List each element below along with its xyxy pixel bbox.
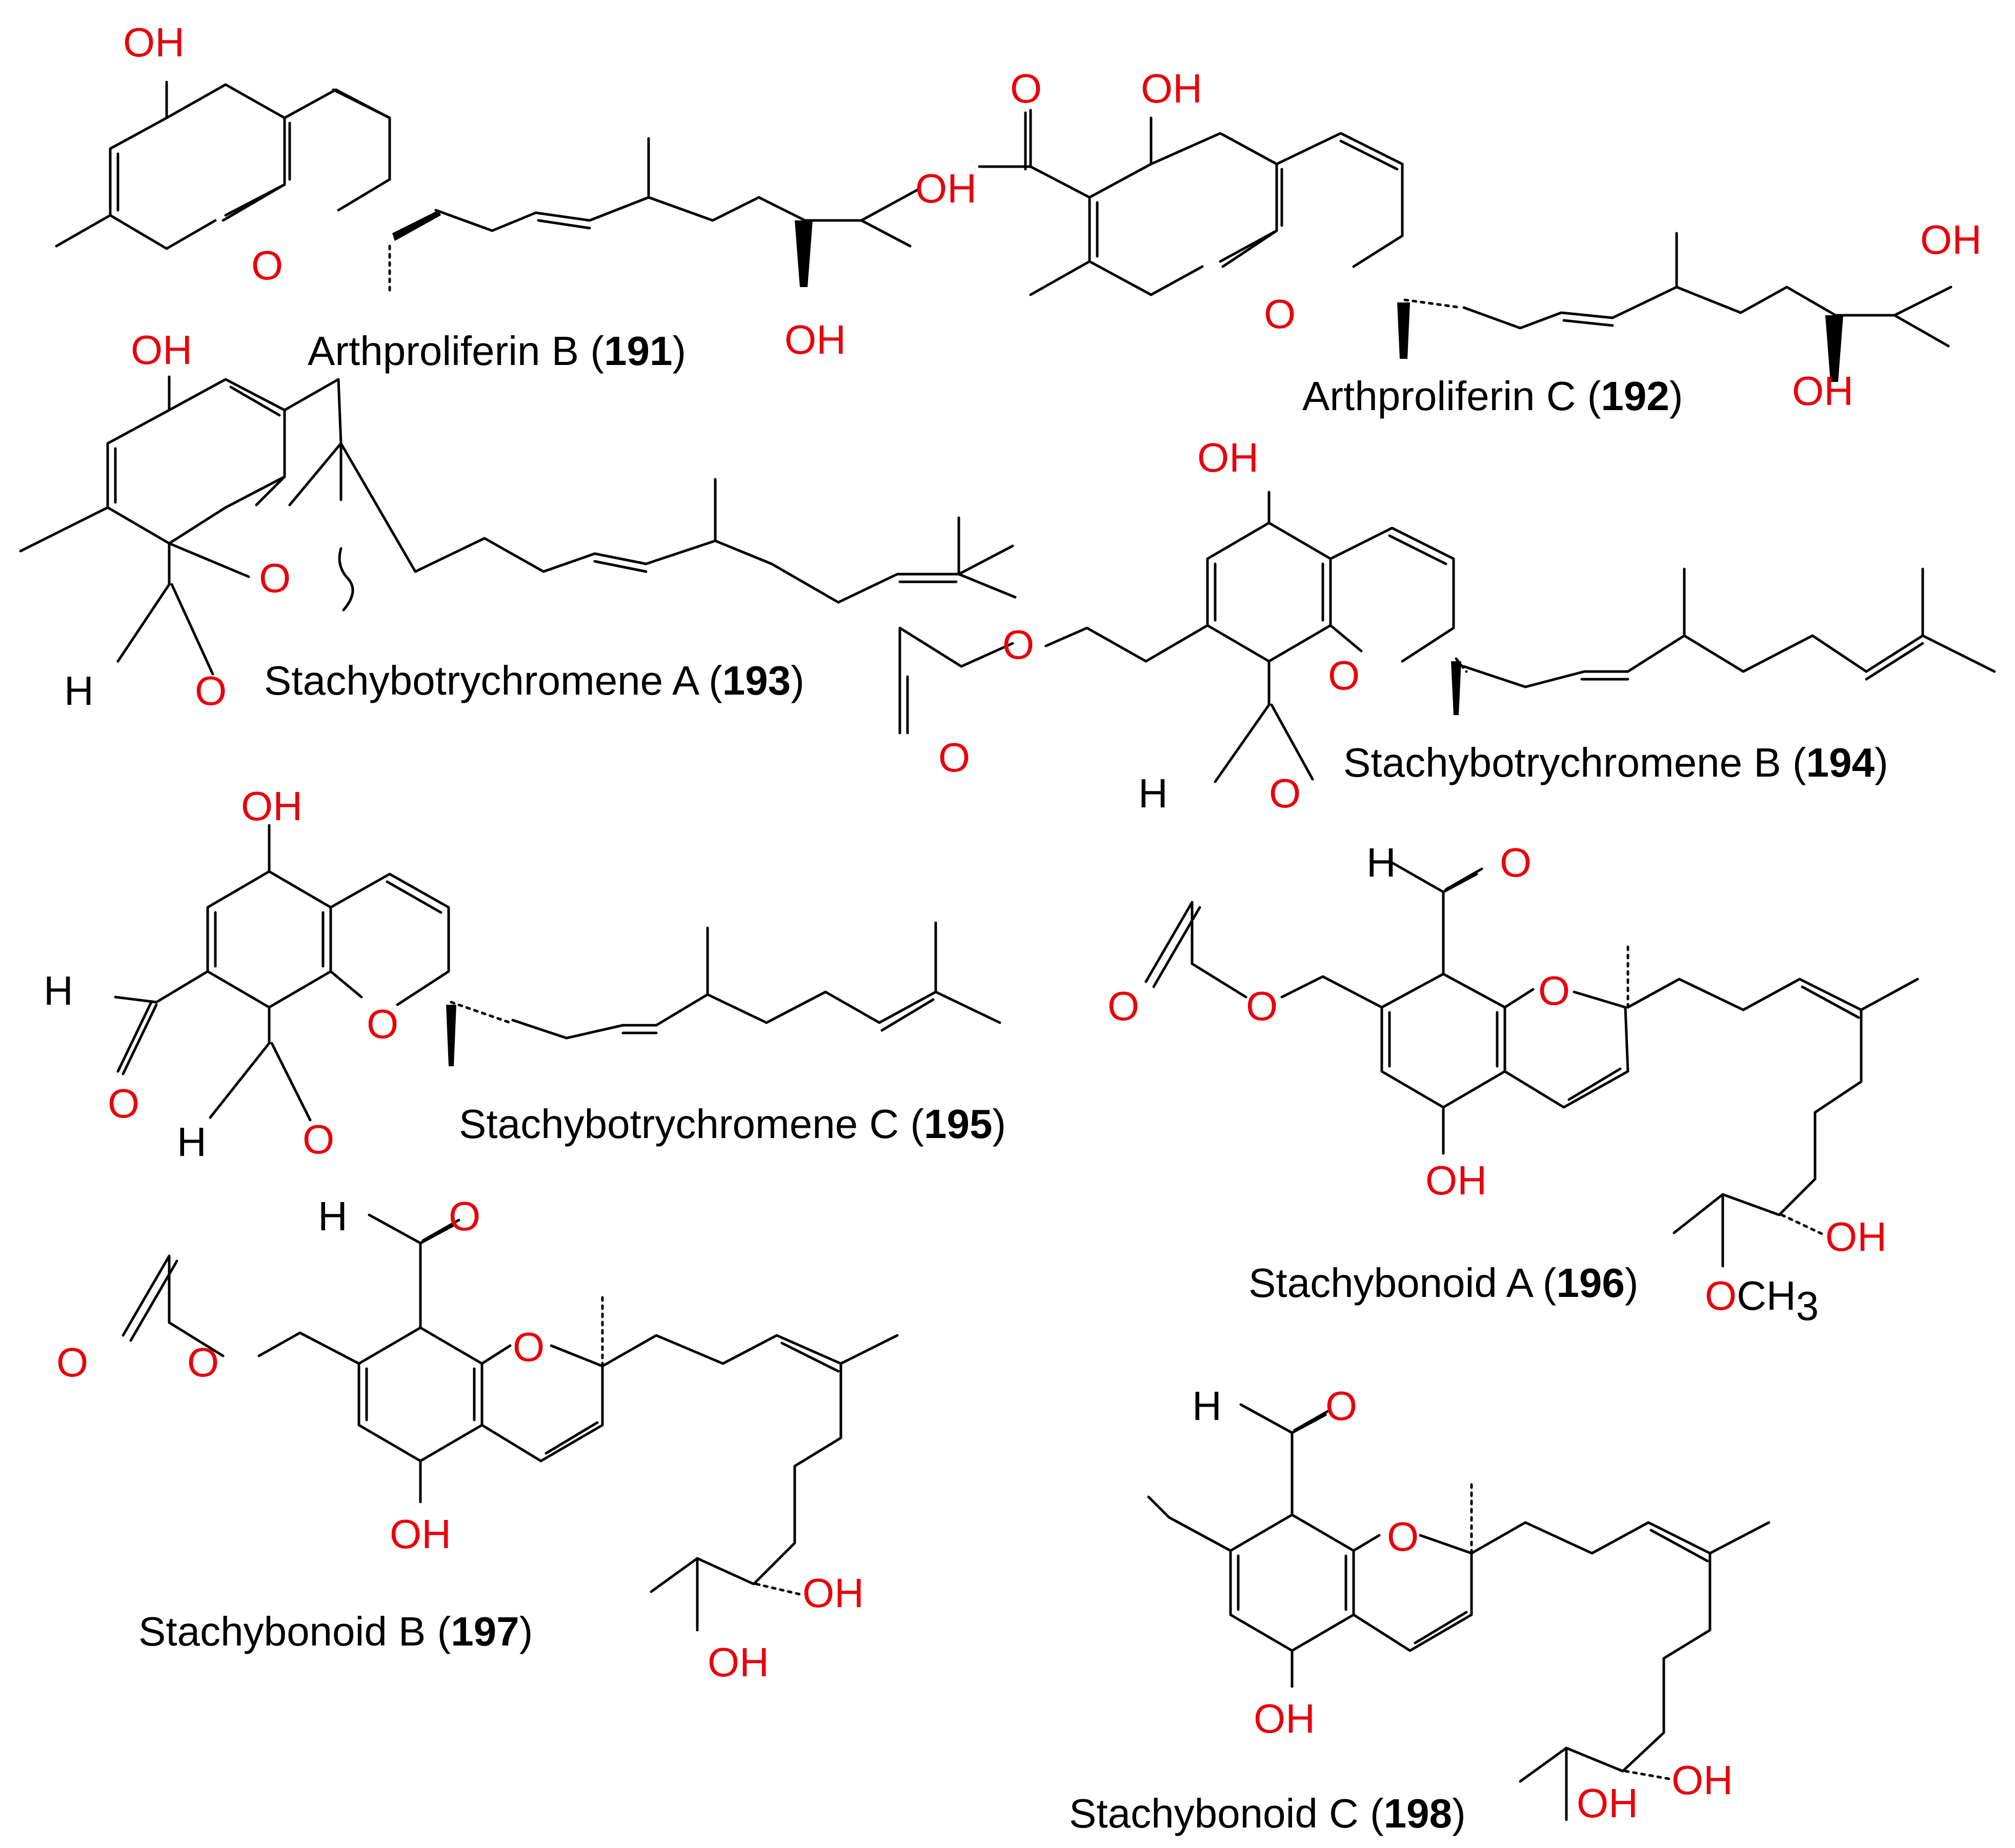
subscript-3: 3: [1796, 1283, 1819, 1329]
compound-name: Stachybotrychromene C (: [459, 1101, 924, 1147]
atom-o: O: [1328, 653, 1360, 698]
atom-o: O: [449, 1193, 480, 1239]
atom-o: O: [195, 668, 227, 714]
compound-name: Arthproliferin C (: [1302, 373, 1601, 419]
atom-o: O: [1325, 1383, 1357, 1429]
compound-number: 193: [722, 658, 791, 703]
atom-oh: OH: [1425, 1157, 1487, 1203]
atom-o: O: [1246, 983, 1278, 1029]
atom-oh: OH: [1671, 1757, 1733, 1803]
atom-h: H: [1138, 770, 1168, 816]
compound-paren: ): [1625, 1260, 1639, 1306]
atom-o: O: [187, 1339, 219, 1385]
atom-o: O: [251, 242, 283, 288]
atom-o: O: [1107, 983, 1139, 1029]
atom-h: H: [44, 968, 73, 1013]
structure-195: OH O H O H O Stachybotrychromene C (195): [44, 783, 1006, 1165]
atom-o: O: [1538, 968, 1570, 1013]
compound-number: 198: [1384, 1791, 1452, 1836]
atom-oh: OH: [1825, 1214, 1887, 1260]
atom-h: H: [177, 1119, 207, 1165]
compound-paren: ): [993, 1101, 1006, 1147]
atom-oh: OH: [1792, 368, 1853, 414]
atom-o: O: [938, 735, 970, 780]
compound-paren: ): [1875, 740, 1888, 785]
compound-paren: ): [1669, 373, 1683, 419]
compound-number: 192: [1601, 373, 1669, 419]
structure-191: OH O OH OH Arthproliferin B (191): [55, 19, 977, 374]
structure-192: O OH O OH OH Arthproliferin C (192): [978, 66, 1982, 419]
atom-oh: OH: [1197, 435, 1259, 480]
structure-194: OH O O O H O Stachybotrychromene B (194): [898, 435, 1996, 816]
compound-paren: ): [519, 1609, 533, 1654]
atom-o: O: [513, 1324, 545, 1370]
atom-o: O: [1500, 840, 1532, 885]
methoxy-label: OCH3: [1705, 1273, 1819, 1329]
atom-o: O: [56, 1339, 88, 1385]
atom-o: O: [1010, 66, 1042, 111]
atom-oh: OH: [802, 1570, 864, 1616]
atom-h: H: [64, 668, 94, 714]
atom-oh: OH: [1141, 66, 1202, 111]
compound-label: Stachybonoid A (196): [1248, 1260, 1639, 1306]
atom-h: H: [1366, 840, 1396, 885]
compound-number: 194: [1806, 740, 1875, 785]
atom-oh: OH: [241, 783, 303, 829]
atom-h: H: [1192, 1383, 1222, 1429]
compound-number: 196: [1556, 1260, 1624, 1306]
structure-197: H O O O O OH OH OH Stachybonoid B (197): [56, 1193, 899, 1685]
atom-oh: OH: [1920, 217, 1982, 262]
compound-name: Stachybotrychromene A (: [264, 658, 722, 703]
atom-oh: OH: [915, 166, 977, 211]
structure-198: H O O OH OH OH Stachybonoid C (198): [1069, 1383, 1770, 1836]
atom-h: H: [318, 1193, 348, 1239]
compound-number: 195: [924, 1101, 992, 1147]
atom-o: O: [303, 1116, 334, 1162]
atom-oh: OH: [1577, 1780, 1638, 1826]
compound-label: Arthproliferin C (192): [1302, 373, 1683, 419]
atom-ch: CH: [1737, 1273, 1796, 1318]
atom-o: O: [1269, 770, 1301, 816]
atom-o: O: [1387, 1514, 1419, 1559]
compound-paren: ): [791, 658, 804, 703]
compound-paren: ): [1452, 1791, 1466, 1836]
atom-o: O: [1705, 1273, 1737, 1318]
atom-o: O: [108, 1081, 139, 1126]
atom-oh: OH: [131, 327, 192, 373]
compound-number: 191: [604, 328, 672, 374]
atom-o: O: [1002, 622, 1034, 667]
compound-name: Stachybotrychromene B (: [1343, 740, 1806, 785]
compound-label: Stachybotrychromene B (194): [1343, 740, 1888, 785]
compound-label: Arthproliferin B (191): [308, 328, 686, 374]
compound-number: 197: [451, 1609, 519, 1654]
atom-o: O: [259, 555, 291, 601]
atom-oh: OH: [123, 19, 185, 65]
compound-name: Stachybonoid A (: [1248, 1260, 1557, 1306]
atom-oh: OH: [390, 1511, 451, 1557]
compound-label: Stachybotrychromene A (193): [264, 658, 804, 703]
compound-label: Stachybonoid B (197): [138, 1609, 533, 1654]
atom-oh: OH: [708, 1639, 769, 1685]
compound-name: Stachybonoid B (: [138, 1609, 451, 1654]
atom-oh: OH: [784, 317, 846, 362]
structure-193: OH O H O Stachybotrychromene A (193): [19, 327, 1017, 714]
structure-196: H O O O O OH OH OCH3 Stachybonoid A (196…: [1107, 840, 1919, 1329]
compound-paren: ): [672, 328, 686, 374]
compound-label: Stachybotrychromene C (195): [459, 1101, 1006, 1147]
atom-o: O: [1264, 291, 1296, 337]
atom-oh: OH: [1254, 1696, 1315, 1741]
atom-o: O: [367, 1001, 398, 1047]
compound-label: Stachybonoid C (198): [1069, 1791, 1466, 1836]
compound-name: Arthproliferin B (: [308, 328, 604, 374]
compound-name: Stachybonoid C (: [1069, 1791, 1384, 1836]
